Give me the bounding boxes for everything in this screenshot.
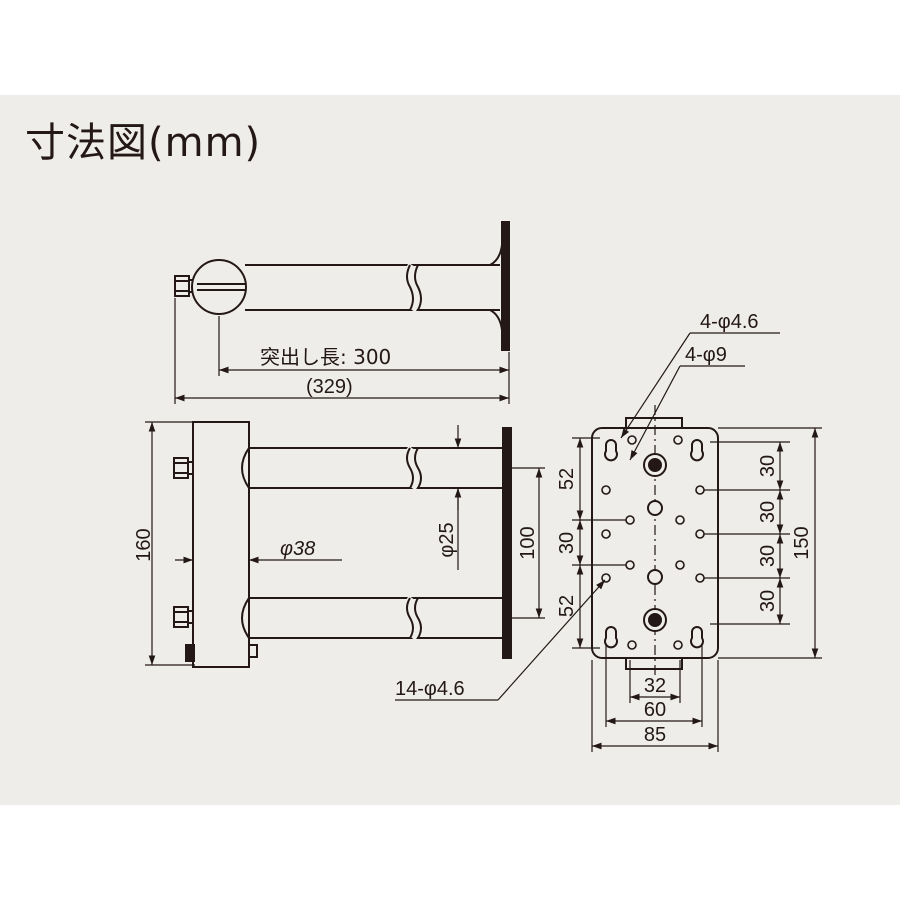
hole-4-46-label: 4-φ4.6	[700, 311, 759, 333]
overall-length-label: (329)	[306, 376, 353, 398]
hole-4-9-label: 4-φ9	[685, 344, 727, 366]
right-30-a-label: 30	[757, 455, 779, 477]
mounting-plate-view	[591, 405, 719, 675]
left-52-bottom-label: 52	[556, 595, 578, 617]
hole-14-46-label: 14-φ4.6	[395, 678, 465, 700]
bottom-32-label: 32	[644, 675, 666, 697]
page-title: 寸法図(mm)	[25, 120, 262, 166]
pipe-dia-38-label: φ38	[280, 538, 315, 560]
plate-150-label: 150	[791, 526, 813, 559]
right-30-b-label: 30	[757, 501, 779, 523]
bottom-85-label: 85	[644, 724, 666, 746]
left-30-label: 30	[556, 532, 578, 554]
projection-length-label: 突出し長: 300	[260, 345, 391, 369]
bottom-60-label: 60	[644, 699, 666, 721]
front-view	[173, 421, 512, 668]
left-52-top-label: 52	[556, 468, 578, 490]
dimension-lines	[145, 298, 822, 752]
height-160-label: 160	[133, 528, 155, 561]
spacing-100-label: 100	[517, 526, 539, 559]
top-view	[174, 221, 510, 351]
right-30-d-label: 30	[757, 590, 779, 612]
pipe-dia-25-label: φ25	[436, 522, 458, 557]
right-30-c-label: 30	[757, 545, 779, 567]
